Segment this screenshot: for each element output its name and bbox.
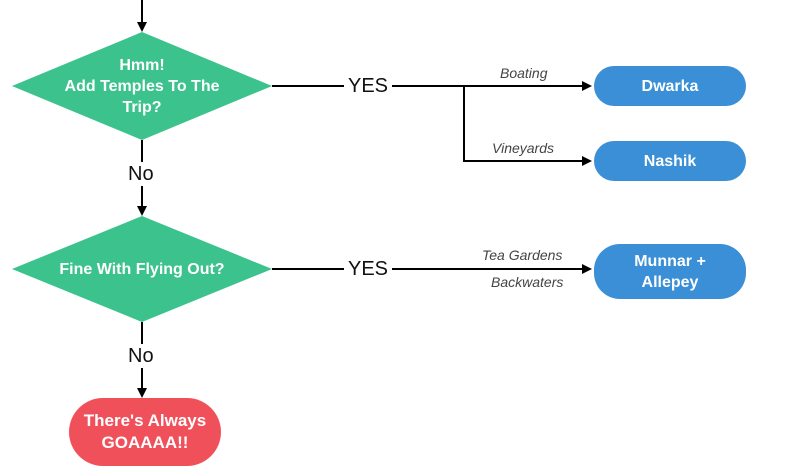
edge-label-tea-gardens: Tea Gardens xyxy=(482,247,563,263)
destination-munnar-allepey: Munnar + Allepey xyxy=(594,244,746,299)
yes-label-temples: YES xyxy=(344,74,393,98)
decision-diamond-temples xyxy=(12,32,272,140)
no-label-temples: No xyxy=(124,162,158,186)
terminal-goa: There's Always GOAAAA!! xyxy=(69,398,221,466)
destination-nashik: Nashik xyxy=(594,141,746,181)
decision-label-flying: Fine With Flying Out? xyxy=(59,260,225,278)
decision-label-temples: Hmm! Add Temples To The Trip? xyxy=(64,56,220,116)
yes-label-flying: YES xyxy=(344,257,393,281)
edge-label-vineyards: Vineyards xyxy=(492,140,555,156)
no-label-flying: No xyxy=(124,344,158,368)
destination-dwarka: Dwarka xyxy=(594,66,746,106)
vineyards-branch-line xyxy=(463,86,592,166)
decision-diamond-flying xyxy=(12,216,272,322)
edge-label-boating: Boating xyxy=(500,65,548,81)
edge-label-backwaters: Backwaters xyxy=(491,274,564,290)
